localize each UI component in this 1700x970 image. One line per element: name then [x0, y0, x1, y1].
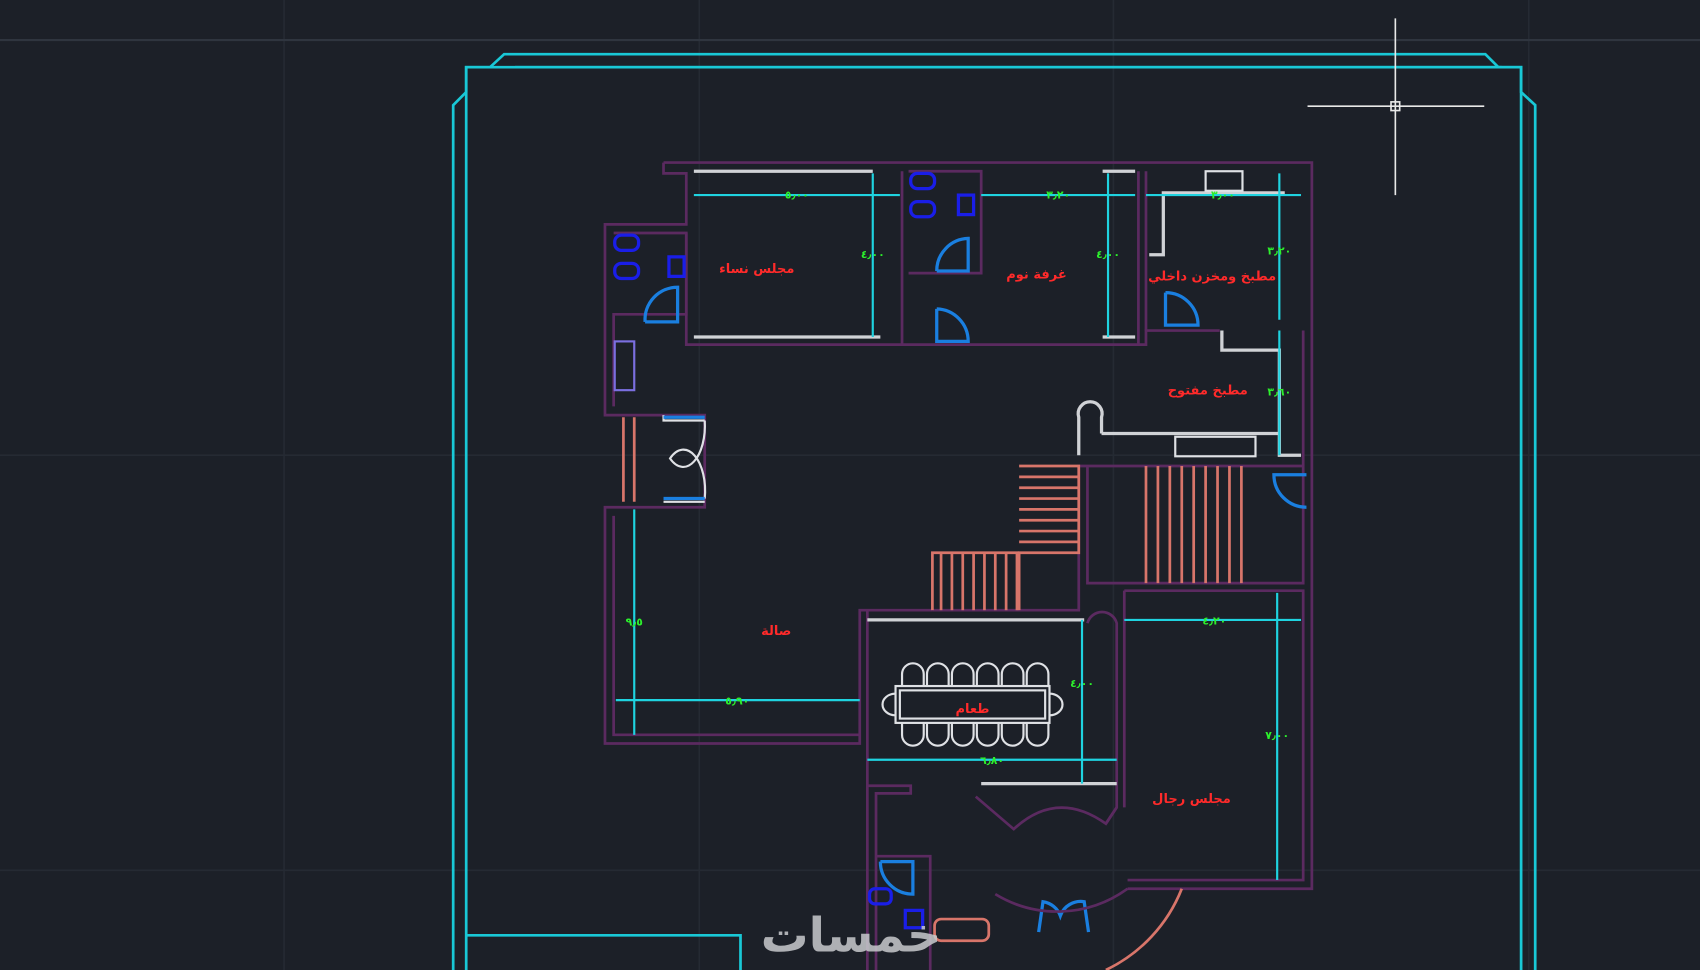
toilet-icon [613, 233, 641, 252]
watermark-logo: خمسات [761, 909, 942, 964]
room-label-men-majlis: مجلس رجال [1152, 792, 1231, 807]
dim-hall-width: ٥٫٩٠ [725, 694, 749, 707]
double-sink-icon [933, 917, 991, 943]
dim-dining-depth: ٤٫٠٠ [1070, 677, 1094, 690]
sink-icon [903, 908, 925, 930]
room-label-inner-kitchen: مطبخ ومخزن داخلي [1148, 270, 1276, 285]
dim-women-majlis-depth: ٤٫٠٠ [861, 248, 885, 261]
dim-bedroom-width: ٣٫٢٠ [1046, 188, 1070, 201]
toilet-icon [909, 171, 937, 191]
dimension-texts: ٥٫٠٠ ٤٫٠٠ ٣٫٢٠ ٤٫٠٠ ٣٫٠٠ ٣٫٢٠ ٣٫٦٠ ٩٫٥ ٥… [626, 188, 1292, 767]
chair-icon [950, 662, 975, 687]
chair-icon [1025, 722, 1050, 747]
dim-hall-depth: ٩٫٥ [626, 615, 643, 628]
chair-icon [950, 722, 975, 747]
room-label-dining: طعام [956, 702, 990, 717]
dim-dining-width: ٦٫٨٠ [980, 754, 1004, 767]
chair-icon [975, 722, 1000, 747]
chair-icon [900, 662, 925, 687]
sink-icon [667, 255, 686, 278]
dim-men-majlis-depth: ٧٫٠٠ [1265, 729, 1289, 742]
dim-women-majlis-width: ٥٫٠٠ [785, 188, 809, 201]
chair-icon [1000, 722, 1025, 747]
sink-icon [1174, 435, 1257, 458]
dim-bedroom-depth: ٤٫٠٠ [1096, 248, 1120, 261]
room-label-open-kitchen: مطبخ مفتوح [1168, 384, 1248, 399]
dim-kitchen-depth: ٣٫٢٠ [1267, 245, 1291, 258]
crosshair-cursor [1307, 18, 1485, 196]
stove-icon [1204, 170, 1244, 192]
chair-icon [1000, 662, 1025, 687]
dim-kitchen-width: ٣٫٠٠ [1211, 188, 1235, 201]
room-label-bedroom: غرفة نوم [1006, 268, 1066, 283]
chair-icon [900, 722, 925, 747]
room-labels: مجلس نساء غرفة نوم مطبخ ومخزن داخلي مطبخ… [719, 262, 1276, 807]
room-label-hall: صالة [761, 624, 791, 639]
dim-open-kitchen-depth: ٣٫٦٠ [1267, 386, 1291, 399]
sink-icon [956, 193, 976, 217]
toilet-icon [909, 199, 937, 219]
chair-icon [925, 662, 950, 687]
room-label-women-majlis: مجلس نساء [719, 262, 794, 277]
chair-icon [1025, 662, 1050, 687]
bathtub-icon [613, 340, 636, 392]
toilet-icon [867, 887, 893, 906]
dining-table-set [881, 662, 1064, 747]
sanitary-fixtures [613, 171, 991, 943]
toilet-icon [613, 261, 641, 281]
stairs [931, 464, 1243, 611]
dimension-lines [615, 173, 1302, 881]
windows-and-counters [693, 169, 1302, 786]
dim-men-majlis-width: ٤٫٢٠ [1202, 614, 1226, 627]
chair-icon [925, 722, 950, 747]
plot-boundary [451, 52, 1537, 970]
chair-icon [975, 662, 1000, 687]
doors [622, 236, 1307, 970]
